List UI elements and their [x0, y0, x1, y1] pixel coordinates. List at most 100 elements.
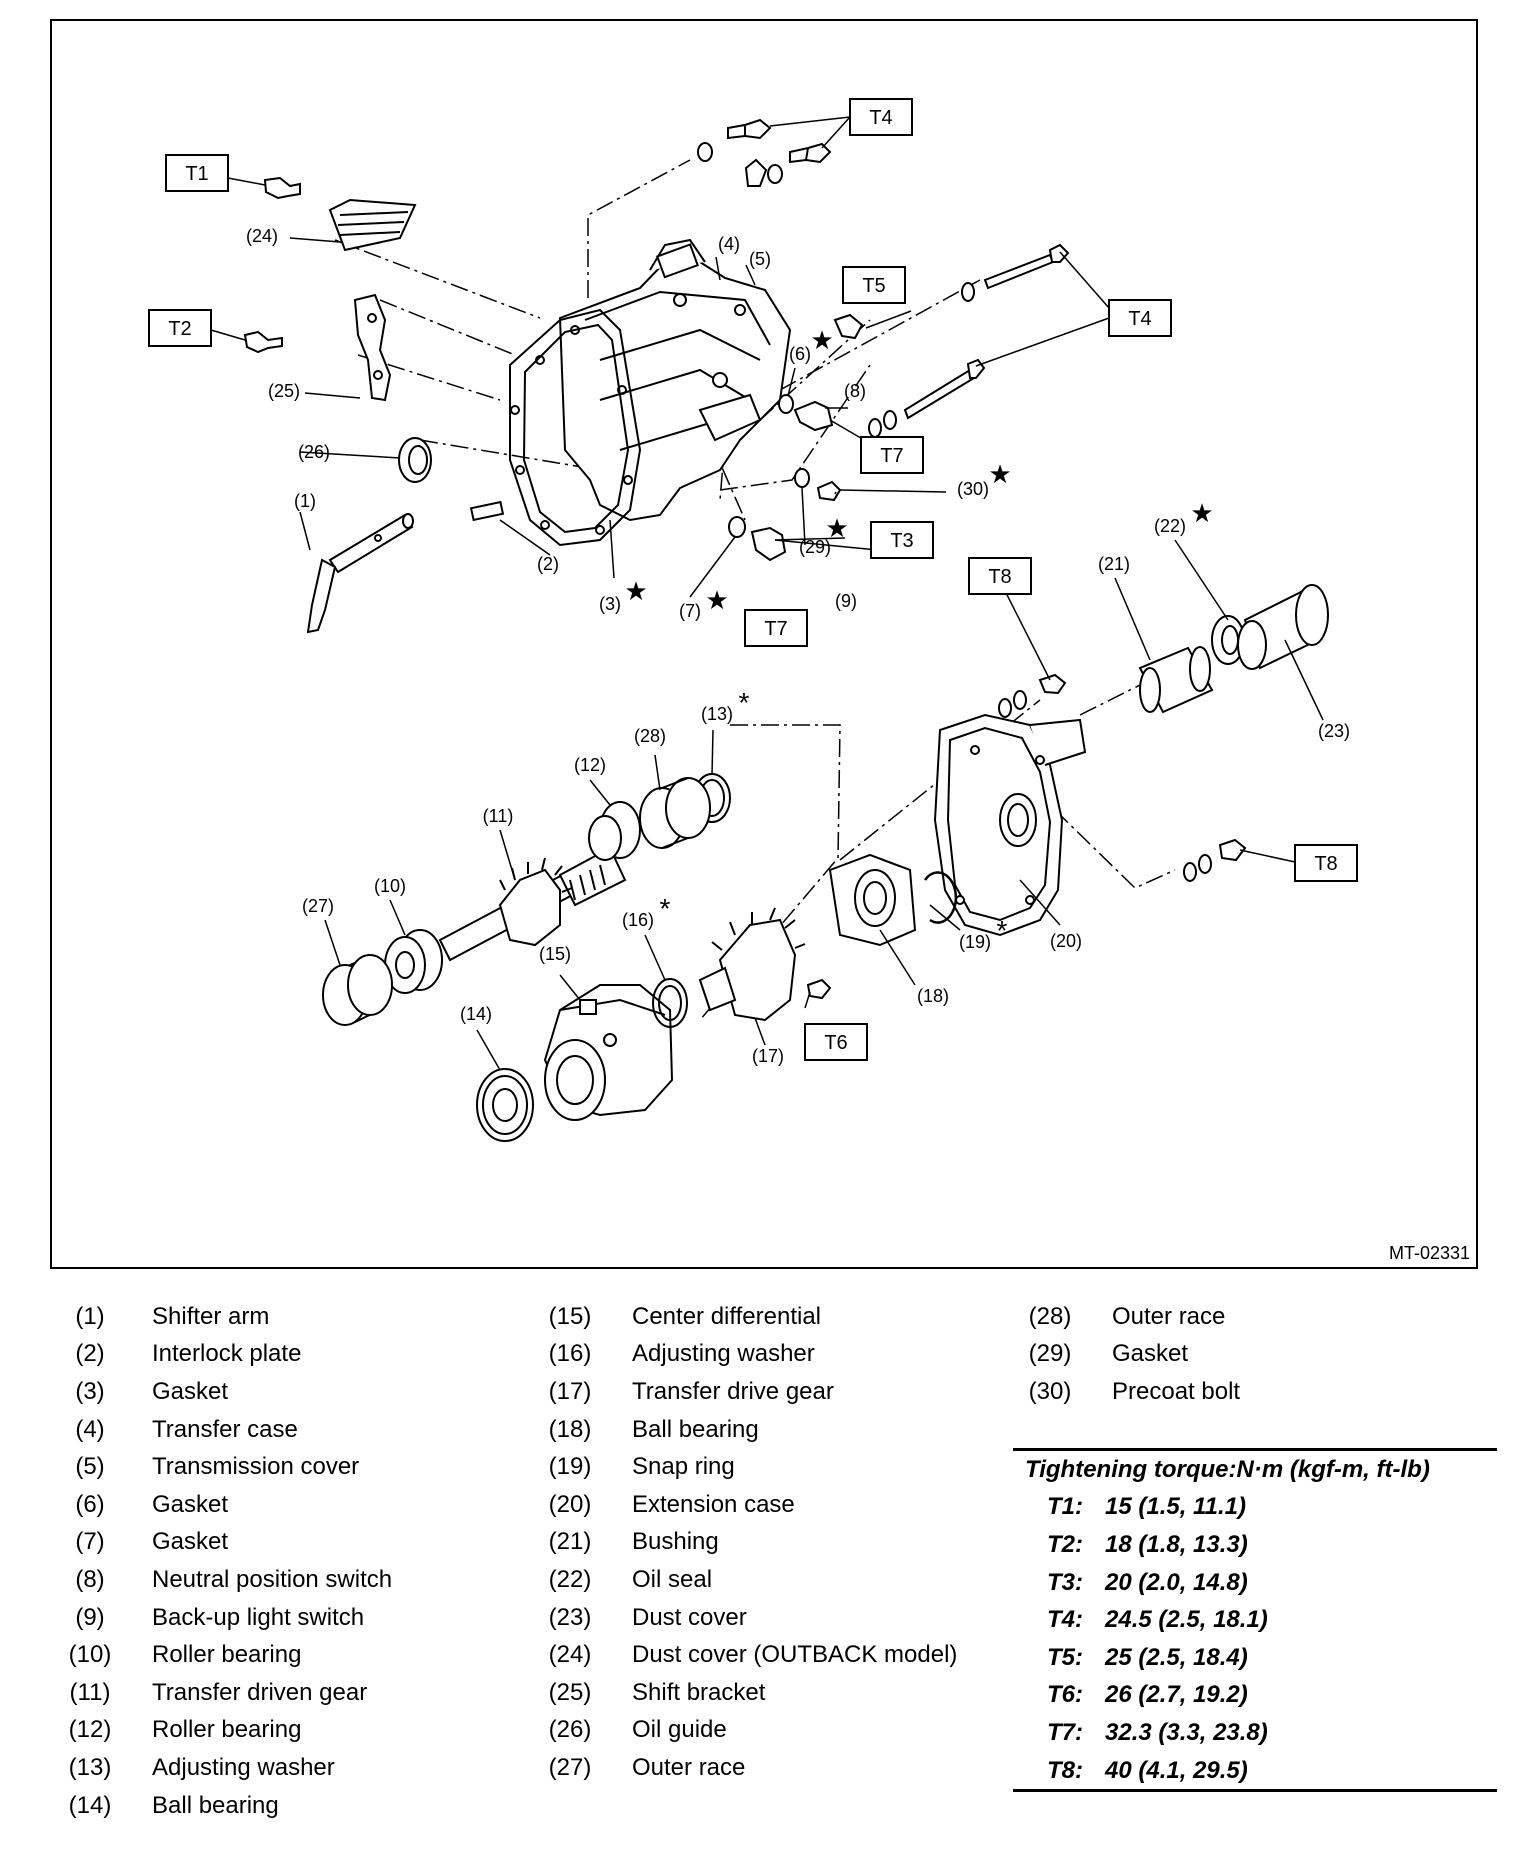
legend-item-number: (27) — [548, 1753, 592, 1781]
torque-key: T6: — [1047, 1681, 1083, 1709]
bushing-21 — [1138, 646, 1214, 714]
tag-t2: T2 — [168, 318, 191, 340]
torque-row: T6: 26 (2.7, 19.2) — [1013, 1677, 1497, 1715]
outer-race-27 — [322, 954, 393, 1026]
torque-key: T3: — [1047, 1568, 1083, 1596]
center-differential-15 — [543, 984, 674, 1121]
tag-box-t5 — [842, 266, 906, 304]
outer-race-28 — [639, 777, 711, 849]
star-icon: ★ — [810, 325, 833, 355]
legend-item-label: Snap ring — [632, 1453, 735, 1481]
legend-item: (18)Ball bearing — [534, 1411, 957, 1449]
star-icon: ★ — [624, 576, 647, 606]
tag-t4a: T4 — [869, 107, 892, 129]
shift-bracket-25 — [353, 293, 392, 402]
legend-item-number: (4) — [75, 1415, 105, 1443]
interlock-plate-2 — [469, 500, 505, 522]
callout-16: (16) — [622, 910, 654, 930]
legend-item-number: (9) — [75, 1603, 105, 1631]
callout-14: (14) — [460, 1004, 492, 1024]
asterisk-icon: * — [739, 687, 750, 718]
legend-item-label: Adjusting washer — [152, 1753, 335, 1781]
callout-21: (21) — [1098, 554, 1130, 574]
torque-value: 32.3 (3.3, 23.8) — [1105, 1718, 1268, 1746]
legend-item-label: Neutral position switch — [152, 1565, 393, 1593]
tag-box-t8a — [968, 557, 1032, 595]
legend-item-number: (8) — [75, 1565, 105, 1593]
torque-value: 40 (4.1, 29.5) — [1105, 1756, 1248, 1784]
legend-item-label: Shift bracket — [632, 1678, 766, 1706]
legend-item-number: (15) — [548, 1302, 592, 1330]
legend-item: (14)Ball bearing — [54, 1787, 392, 1825]
star-icon: ★ — [988, 459, 1011, 489]
legend-item: (23)Dust cover — [534, 1599, 957, 1637]
legend-item-label: Transfer case — [152, 1415, 298, 1443]
legend-item-number: (7) — [75, 1528, 105, 1556]
adjusting-washer-16 — [652, 978, 688, 1028]
torque-key: T1: — [1047, 1493, 1083, 1521]
legend-item: (19)Snap ring — [534, 1448, 957, 1486]
star-icon: ★ — [705, 585, 728, 615]
torque-value: 20 (2.0, 14.8) — [1105, 1568, 1248, 1596]
legend-item: (5) Transmission cover — [54, 1448, 392, 1486]
exploded-view-diagram: T1 T2 T4 T5 T4 T7 T3 T7 T8 T8 T6 (1) (2)… — [50, 19, 1478, 1269]
legend-item-number: (12) — [68, 1716, 112, 1744]
tag-box-t4b — [1108, 299, 1172, 337]
legend-item-number: (23) — [548, 1603, 592, 1631]
torque-key: T4: — [1047, 1606, 1083, 1634]
legend-item-label: Bushing — [632, 1528, 719, 1556]
oil-guide-26 — [398, 437, 432, 483]
legend-item: (11)Transfer driven gear — [54, 1674, 392, 1712]
legend-item-label: Gasket — [152, 1528, 229, 1556]
legend-item-label: Ball bearing — [152, 1791, 279, 1819]
roller-bearing-10 — [384, 929, 443, 994]
torque-key: T5: — [1047, 1643, 1083, 1671]
legend-item-label: Center differential — [632, 1302, 821, 1330]
figure-code: MT-02331 — [1389, 1243, 1470, 1263]
legend-item-label: Extension case — [632, 1490, 795, 1518]
legend-item-label: Interlock plate — [152, 1340, 302, 1368]
legend-item-number: (13) — [68, 1753, 112, 1781]
legend-item: (27)Outer race — [534, 1749, 957, 1787]
legend-item-label: Transmission cover — [152, 1453, 360, 1481]
legend-item-label: Oil guide — [632, 1716, 727, 1744]
legend-item-number: (5) — [75, 1453, 105, 1481]
callout-17: (17) — [752, 1046, 784, 1066]
tag-box-t8b — [1294, 844, 1358, 882]
torque-value: 18 (1.8, 13.3) — [1105, 1530, 1248, 1558]
torque-table-title: Tightening torque:N·m (kgf-m, ft-lb) — [1025, 1456, 1430, 1483]
callout-6: (6) — [789, 344, 811, 364]
tag-box-t2 — [148, 309, 212, 347]
torque-row: T1:15 (1.5, 11.1) — [1013, 1489, 1497, 1527]
legend-item-number: (25) — [548, 1678, 592, 1706]
callout-12: (12) — [574, 755, 606, 775]
callout-26: (26) — [298, 442, 330, 462]
legend-item-label: Transfer driven gear — [152, 1678, 368, 1706]
torque-tags — [148, 98, 1358, 1061]
legend-item: (13) Adjusting washer — [54, 1749, 392, 1787]
callout-1: (1) — [294, 491, 316, 511]
legend-item: (24)Dust cover (OUTBACK model) — [534, 1636, 958, 1674]
ball-bearing-18 — [828, 853, 917, 947]
parts-legend-column-3: (28)Outer race(29)Gasket(30)Precoat bolt — [1014, 1298, 1240, 1411]
tag-box-t7b — [744, 609, 808, 647]
callout-5: (5) — [749, 249, 771, 269]
torque-value: 26 (2.7, 19.2) — [1105, 1681, 1248, 1709]
callout-22: (22) — [1154, 516, 1186, 536]
callout-11: (11) — [483, 806, 514, 826]
legend-item: (12) Roller bearing — [54, 1712, 392, 1750]
callout-2: (2) — [537, 554, 559, 574]
tag-t4b: T4 — [1128, 308, 1151, 330]
legend-item-number: (17) — [548, 1377, 592, 1405]
legend-item: (22)Oil seal — [534, 1561, 957, 1599]
legend-item: (28)Outer race — [1014, 1298, 1240, 1336]
tag-t1: T1 — [185, 163, 208, 185]
legend-item: (30)Precoat bolt — [1014, 1373, 1240, 1411]
torque-row: T5:25 (2.5, 18.4) — [1013, 1639, 1497, 1677]
callout-8: (8) — [844, 381, 866, 401]
legend-item: (25) Shift bracket — [534, 1674, 957, 1712]
tag-box-t7a — [860, 436, 924, 474]
legend-item: (4) Transfer case — [54, 1411, 392, 1449]
torque-row: T3: 20 (2.0, 14.8) — [1013, 1564, 1497, 1602]
legend-item-label: Roller bearing — [152, 1716, 302, 1744]
